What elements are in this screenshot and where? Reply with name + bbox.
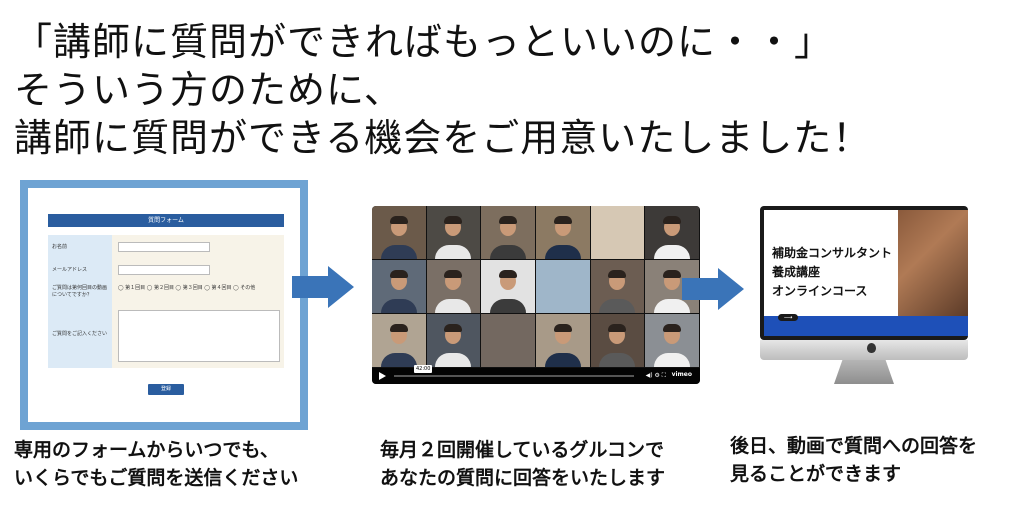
question-form-screenshot: 質問フォーム お名前 メールアドレス ご質問は第何回目の動画についてですか？ ◯… (20, 180, 308, 430)
screen-blue-band (764, 316, 968, 336)
caption-grucon-line-1: 毎月２回開催しているグルコンで (380, 439, 665, 461)
caption-video-line-2: 見ることができます (730, 463, 902, 485)
submit-button[interactable]: 登録 (148, 384, 184, 395)
course-title: 補助金コンサルタント 養成講座 オンラインコース (772, 244, 892, 301)
caption-video-line-1: 後日、動画で質問への回答を (730, 435, 978, 457)
vimeo-logo: vimeo (671, 371, 692, 378)
form-card: 質問フォーム お名前 メールアドレス ご質問は第何回目の動画についてですか？ ◯… (28, 188, 300, 422)
headline-line-3: 講師に質問ができる機会をご用意いたしました！ (14, 116, 872, 160)
monitor-screen: 補助金コンサルタント 養成講座 オンラインコース ⟶ (764, 210, 968, 336)
email-input[interactable] (118, 265, 210, 275)
participant-tile (426, 260, 481, 313)
arrow-right-icon-2 (682, 268, 744, 310)
caption-form-line-1: 専用のフォームからいつでも、 (14, 439, 279, 461)
participant-tile (372, 206, 426, 259)
participant-tile (536, 314, 590, 367)
monitor-stand (834, 360, 894, 384)
participant-tile (426, 206, 481, 259)
arrow-pill-button[interactable]: ⟶ (778, 314, 798, 321)
headline-line-1: 「講師に質問ができればもっといいのに・・」 (14, 20, 834, 64)
course-title-line-1: 補助金コンサルタント (772, 246, 893, 260)
form-title: 質問フォーム (48, 214, 284, 227)
form-fields: お名前 メールアドレス ご質問は第何回目の動画についてですか？ ◯ 第１回目 ◯… (48, 235, 284, 368)
apple-logo-icon (867, 343, 876, 353)
play-icon[interactable] (379, 372, 386, 380)
question-textarea[interactable] (118, 310, 280, 362)
email-label: メールアドレス (52, 267, 88, 273)
group-consultation-video: 42:00 ◀) ⚙ ⛶ vimeo (372, 206, 700, 384)
participant-tile (481, 206, 535, 259)
caption-form: 専用のフォームからいつでも、 いくらでもご質問を送信ください (14, 436, 298, 492)
participant-tile (590, 260, 645, 313)
caption-grucon-line-2: あなたの質問に回答をいたします (380, 467, 666, 489)
participant-tile (590, 206, 645, 259)
participant-tile (426, 314, 481, 367)
arrow-right-icon (292, 266, 354, 308)
video-number-options[interactable]: ◯ 第１回目 ◯ 第２回目 ◯ 第３回目 ◯ 第４回目 ◯ その他 (118, 285, 256, 291)
name-label: お名前 (52, 244, 68, 250)
participant-tile (645, 314, 699, 367)
participant-tile (645, 206, 699, 259)
player-settings-icons[interactable]: ◀) ⚙ ⛶ (645, 372, 666, 379)
name-input[interactable] (118, 242, 210, 252)
time-indicator: 42:00 (414, 365, 433, 373)
progress-bar[interactable]: 42:00 (394, 365, 634, 377)
headline-line-2: そういう方のために、 (14, 68, 403, 112)
participant-tile (481, 260, 535, 313)
headline: 「講師に質問ができればもっといいのに・・」 そういう方のために、 講師に質問がで… (14, 18, 1014, 162)
participant-tile (481, 314, 535, 367)
participant-tile (372, 260, 426, 313)
laptops-photo (898, 210, 968, 316)
participant-tile (536, 206, 590, 259)
video-number-label: ご質問は第何回目の動画についてですか？ (52, 285, 108, 298)
video-player-controls: 42:00 ◀) ⚙ ⛶ vimeo (372, 365, 700, 384)
caption-form-line-2: いくらでもご質問を送信ください (14, 467, 299, 489)
monitor-chin (760, 340, 968, 360)
course-title-line-3: オンラインコース (772, 284, 868, 298)
course-title-line-2: 養成講座 (772, 265, 821, 279)
caption-video: 後日、動画で質問への回答を 見ることができます (730, 432, 977, 488)
question-label: ご質問をご記入ください (52, 331, 108, 337)
participant-tile (372, 314, 426, 367)
form-label-column (48, 235, 112, 368)
monitor-display: 補助金コンサルタント 養成講座 オンラインコース ⟶ (760, 206, 968, 340)
participant-tile (536, 260, 590, 313)
participant-tile (590, 314, 645, 367)
caption-grucon: 毎月２回開催しているグルコンで あなたの質問に回答をいたします (380, 436, 665, 492)
